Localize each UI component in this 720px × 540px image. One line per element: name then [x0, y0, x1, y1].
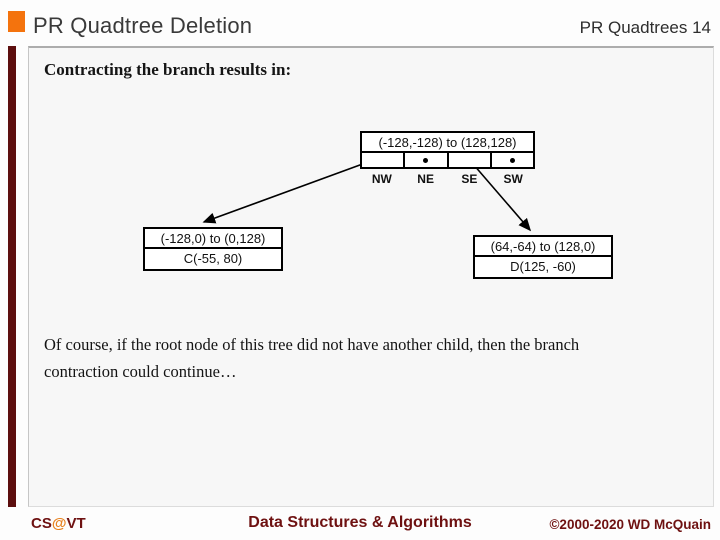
- at-sign: @: [51, 515, 67, 532]
- slide-title: PR Quadtree Deletion: [33, 13, 253, 38]
- slide-accent-square: [8, 11, 25, 32]
- left-child-region-label: (-128,0) to (0,128): [145, 229, 281, 249]
- left-child-point-label: C(-55, 80): [183, 251, 243, 266]
- root-pointer-row: [362, 153, 533, 167]
- right-child-point-label: D(125, -60): [510, 259, 576, 274]
- root-node-box: (-128,-128) to (128,128): [360, 131, 535, 169]
- pointer-cell-ne: [405, 153, 449, 167]
- quadrant-label-nw: NW: [371, 172, 392, 186]
- quadrant-labels: NW NE SE SW: [360, 172, 535, 186]
- pointer-cell-sw: [492, 153, 533, 167]
- footer-cs: CS: [31, 515, 52, 532]
- pointer-cell-nw: [362, 153, 406, 167]
- body-paragraph: Of course, if the root node of this tree…: [44, 335, 580, 381]
- left-accent-bar: [8, 46, 16, 507]
- right-child-node-box: (64,-64) to (128,0) D(125, -60): [473, 235, 613, 279]
- footer-course-logo: CS@VT: [31, 515, 86, 532]
- footer-vt: VT: [66, 515, 86, 532]
- root-region-label: (-128,-128) to (128,128): [362, 133, 533, 153]
- pointer-cell-se: [449, 153, 492, 167]
- page-number-label: PR Quadtrees 14: [579, 18, 711, 37]
- footer-course-title: Data Structures & Algorithms: [248, 514, 472, 531]
- quadrant-label-se: SE: [461, 172, 478, 186]
- slide-heading: Contracting the branch results in:: [44, 60, 292, 79]
- null-pointer-dot: [509, 157, 515, 163]
- null-pointer-dot: [423, 157, 429, 163]
- right-child-region-label: (64,-64) to (128,0): [475, 237, 611, 257]
- footer-copyright: ©2000-2020 WD McQuain: [549, 517, 711, 532]
- quadrant-label-sw: SW: [503, 172, 523, 186]
- left-child-node-box: (-128,0) to (0,128) C(-55, 80): [143, 227, 283, 271]
- quadrant-label-ne: NE: [417, 172, 434, 186]
